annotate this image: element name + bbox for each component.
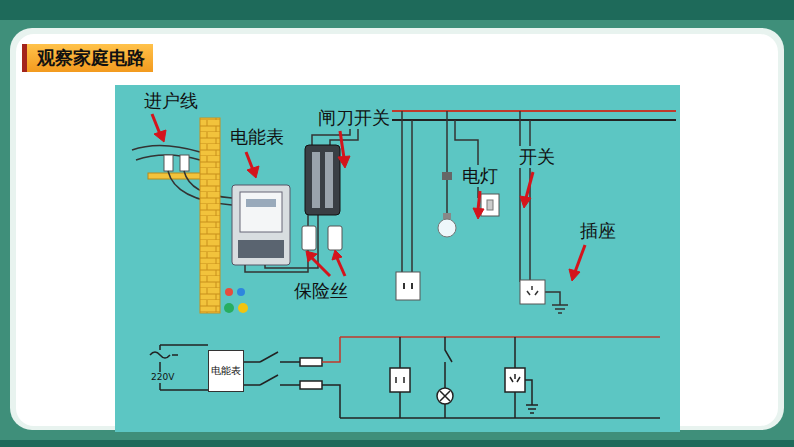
part-label: 进户线 xyxy=(142,90,200,112)
part-label: 保险丝 xyxy=(292,280,350,302)
part-label: 闸刀开关 xyxy=(316,107,392,129)
slide-title: 观察家庭电路 xyxy=(22,44,153,72)
part-label: 开关 xyxy=(517,146,557,168)
node-text: 电能表 xyxy=(211,365,241,377)
part-label: 插座 xyxy=(578,220,618,242)
part-label: 220V xyxy=(149,372,176,383)
part-label: 电能表 xyxy=(228,126,286,148)
meter-box: 电能表 xyxy=(208,350,244,392)
part-label: 电灯 xyxy=(460,165,500,187)
